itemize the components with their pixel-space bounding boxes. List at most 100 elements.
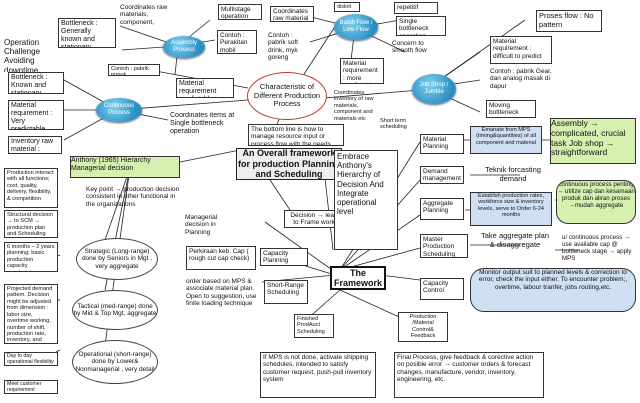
short-range-label: Short-Range Scheduling [267, 282, 304, 297]
inventory-raw-node: Inventory raw material : Large [8, 136, 62, 154]
proses-flow-label: Proses flow : No pattern [539, 11, 594, 29]
repetitif-label: repetitif [397, 4, 419, 11]
structural-label: Structural decision → to SCM → productio… [7, 212, 54, 238]
contoh-gear-label: Contoh : pabrik Gear, dan analog masak d… [490, 68, 552, 90]
finished-prod-label: Finished ProdAuct Scheduling [297, 316, 325, 335]
take-aggregate-label: Take aggregate plan & disaggregate [481, 232, 549, 249]
order-based-node: order based on MPS & associate material … [186, 278, 266, 318]
managerial-decision-node: Managerial decision in Planning [185, 214, 229, 244]
material-difficult-label: Material requirement : difficult to pred… [493, 38, 542, 60]
bottleneck-known-label: Bottleneck : Known and stationary [11, 74, 48, 94]
strategic-label: Strategic (Long-range) done by Seniors i… [81, 247, 153, 270]
bottleneck-known-node: Bottleneck : Known and stationary [8, 72, 64, 94]
coordinates-raw-node: Coordinates raw materials, component, [120, 4, 170, 34]
assembly-process-label: Assembly Process [170, 40, 197, 53]
contoh-pupuk-node: Contoh : pabrik pupuk [108, 64, 160, 76]
material-difficult-node: Material requirement : difficult to pred… [490, 36, 552, 64]
coordinates-raw2-node: Coordinates raw material [270, 6, 314, 22]
operational-node: Operational (short-range) done by Lower&… [72, 340, 158, 384]
short-range-node: Short-Range Scheduling [264, 280, 308, 304]
contoh-gear-node: Contoh : pabrik Gear, dan analog masak d… [490, 68, 562, 94]
capacity-control-label: Capacity Control [423, 280, 449, 295]
contoh-perakitan-label: Contoh : Perakitan mobil [220, 32, 248, 54]
material-very-pred-label: Material requirement : Very predictable [11, 102, 53, 130]
order-based-label: order based on MPS & associate material … [186, 278, 257, 308]
diskrit-label: diskrit [337, 4, 352, 10]
diskrit-node: diskrit [334, 2, 360, 12]
bottom-line-label: The bottom line is how to manage resourc… [251, 126, 331, 146]
tactical-node: Tactical (med-range) done by Mid & Top M… [72, 290, 158, 330]
establish-label: Establish production rates, workforce si… [478, 193, 544, 219]
coordinates-single-node: Coordinates items at Single bottleneck o… [170, 112, 246, 136]
op-challenge-node: Operation Challenge Avoiding downtime [4, 38, 58, 72]
contoh-pupuk-label: Contoh : pabrik pupuk [111, 66, 149, 76]
finished-prod-node: Finished ProdAuct Scheduling [294, 314, 334, 338]
embrace-node: Embrace Anthony's Hierarchy of Decision … [334, 150, 398, 250]
continuous-process-label: Continuous Process [103, 103, 135, 116]
op-challenge-label: Operation Challenge Avoiding downtime [4, 38, 41, 72]
aggregate-planning-node: Aggregate Planning [420, 198, 464, 220]
job-shop-node: Job Shop / Jumble [412, 74, 456, 104]
embrace-label: Embrace Anthony's Hierarchy of Decision … [337, 152, 384, 217]
demand-mgmt-node: Demand management [420, 166, 464, 184]
day-to-day-node: Day to day operational flexibility [4, 352, 58, 366]
production-feedback-node: Production /Material Control& Feedback [398, 312, 448, 342]
material-more-pred-label: Material requirement : more predictable [343, 60, 378, 83]
framework-label: The Framework [334, 267, 383, 288]
single-bottleneck-label: Single bottleneck operation [399, 18, 429, 35]
anthony-node: Anthony (1965) Hierarchy Managerial deci… [70, 156, 180, 178]
demand-mgmt-label: Demand management [423, 168, 461, 183]
title-label: An Overall framework for production Plan… [238, 148, 340, 180]
coordinates-inv-label: Coordinates inventory of raw materials, … [334, 90, 374, 122]
material-predictable-label: Material requirement predictable [179, 80, 217, 97]
capacity-planning-label: Capacity Planning [263, 250, 289, 265]
inventory-raw-label: Inventory raw material : Large [11, 138, 54, 154]
decision-frame-node: Decision → lead to Frame work [284, 210, 344, 228]
monitor-output-node: Monitor output suit to planned levels & … [470, 268, 636, 312]
repetitif-node: repetitif [394, 2, 438, 14]
aggregate-planning-label: Aggregate Planning [423, 200, 453, 215]
six-months-label: 6 months – 2 years planning; basic produ… [7, 244, 55, 271]
bottom-line-node: The bottom line is how to manage resourc… [248, 124, 344, 146]
prod-interacts-node: Production interact with all functions; … [4, 168, 58, 208]
master-schedule-label: Master Production Scheduling [423, 236, 456, 258]
concern-smooth-label: Concern to smooth flow [392, 40, 427, 55]
batch-flow-node: Batch Flow / Line Flow [334, 14, 378, 40]
day-to-day-label: Day to day operational flexibility [7, 353, 54, 365]
coordinates-raw2-label: Coordinates raw material [273, 8, 309, 22]
tactical-label: Tactical (med-range) done by Mid & Top M… [73, 302, 157, 317]
mps-not-done-label: If MPS is not done, activate shipping sc… [263, 354, 372, 384]
continuous-penting-label: continuous process penting → utilize cap… [557, 181, 635, 210]
contoh-perakitan-node: Contoh : Perakitan mobil [217, 30, 257, 54]
material-predictable-node: Material requirement predictable [176, 78, 234, 98]
continuous-use-label: u/ continuous process → use available ca… [562, 234, 632, 263]
assembly-complicated-label: Assembly → complicated, crucial task Job… [551, 118, 626, 158]
six-months-node: 6 months – 2 years planning; basic produ… [4, 242, 58, 272]
managerial-decision-label: Managerial decision in Planning [185, 214, 218, 236]
contoh-softdrink-node: Contoh : pabrik soft drink, myk goreng [268, 32, 308, 66]
strategic-node: Strategic (Long-range) done by Seniors i… [76, 238, 158, 280]
perkiraan-label: Perkiraan keb. Cap ( rough cut cap check… [189, 248, 250, 263]
proses-flow-node: Proses flow : No pattern [536, 10, 602, 32]
anthony-label: Anthony (1965) Hierarchy Managerial deci… [71, 157, 151, 173]
projected-label: Projected demand pattern. Decision might… [7, 286, 53, 344]
final-process-label: Final Process, give feedback & corective… [397, 354, 534, 384]
emanate-node: Emanate from MPS (timing&quantities) of … [470, 126, 542, 154]
key-point-node: Key point → production decision consiste… [86, 186, 182, 216]
operational-label: Operational (short-range) done by Lower&… [75, 350, 155, 373]
continuous-penting-node: continuous process penting → utilize cap… [556, 180, 636, 224]
monitor-output-label: Monitor output suit to planned levels & … [478, 269, 628, 291]
job-shop-label: Job Shop / Jumble [419, 82, 449, 95]
coordinates-single-label: Coordinates items at Single bottleneck o… [170, 112, 235, 136]
emanate-label: Emanate from MPS (timing&quantities) of … [475, 127, 536, 146]
prod-interacts-label: Production interact with all functions; … [7, 170, 54, 202]
coordinates-raw-label: Coordinates raw materials, component, [120, 4, 168, 26]
decision-frame-label: Decision → lead to Frame work [290, 212, 338, 227]
moving-bottleneck-node: Moving bottleneck [486, 100, 536, 118]
coordinates-inv-node: Coordinates inventory of raw materials, … [334, 90, 380, 124]
material-more-pred-node: Material requirement : more predictable [340, 58, 384, 84]
assembly-complicated-node: Assembly → complicated, crucial task Job… [550, 118, 636, 164]
contoh-softdrink-label: Contoh : pabrik soft drink, myk goreng [268, 32, 298, 62]
final-process-node: Final Process, give feedback & corective… [394, 352, 544, 398]
continuous-use-node: u/ continuous process → use available ca… [562, 234, 636, 274]
